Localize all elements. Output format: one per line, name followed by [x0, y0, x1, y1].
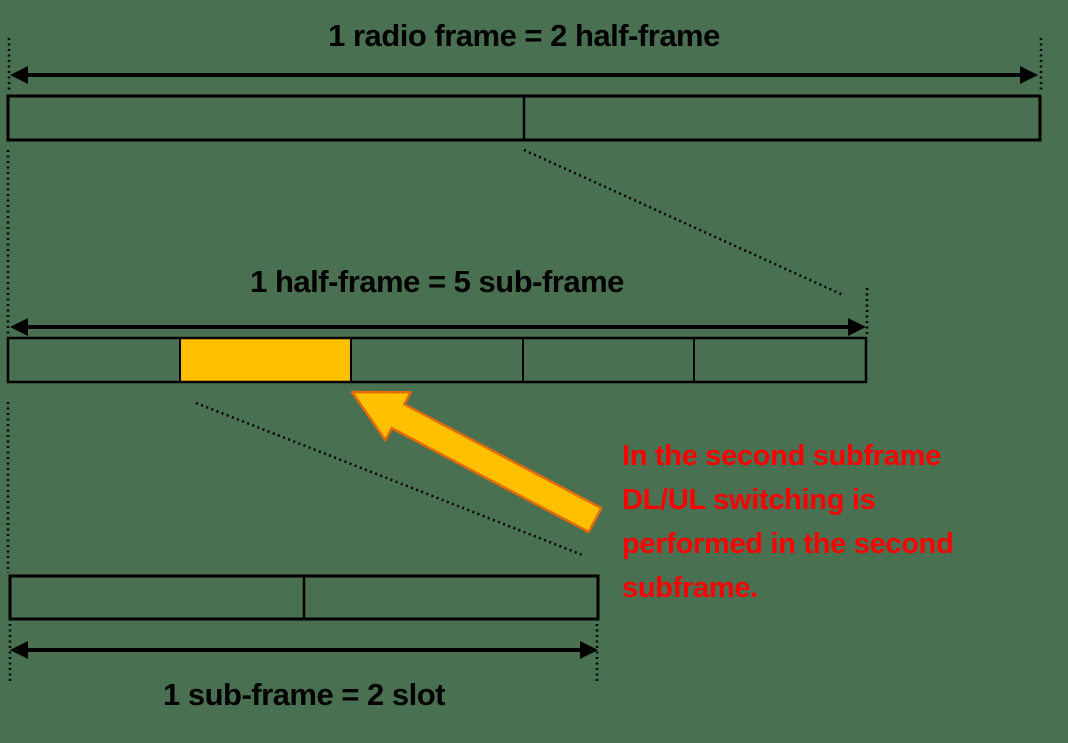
arrowhead-right-icon [848, 318, 866, 336]
radio-frame-title: 1 radio frame = 2 half-frame [328, 18, 720, 53]
annotation-line-3: performed in the second [622, 528, 954, 560]
sub-frame-span-arrow [10, 641, 598, 659]
zoom-guide-diagonal-bottom [195, 401, 586, 558]
annotation-text: In the second subframe DL/UL switching i… [622, 434, 1042, 610]
arrowhead-left-icon [10, 66, 28, 84]
arrowhead-right-icon [580, 641, 598, 659]
arrowhead-right-icon [1020, 66, 1038, 84]
arrowhead-left-icon [10, 318, 28, 336]
half-frame-box [6, 336, 868, 384]
radio-frame-box [6, 94, 1042, 142]
highlighted-subframe-cell [180, 338, 351, 382]
subframe-pointer-arrow-icon [350, 390, 603, 534]
annotation-line-1: In the second subframe [622, 440, 941, 472]
zoom-guide-diagonal-top [523, 148, 844, 297]
half-frame-title: 1 half-frame = 5 sub-frame [250, 264, 624, 299]
half-frame-span-arrow [10, 318, 866, 336]
sub-frame-box [8, 574, 600, 621]
radio-frame-span-arrow [10, 66, 1038, 84]
sub-frame-title: 1 sub-frame = 2 slot [162, 677, 446, 712]
annotation-line-2: DL/UL switching is [622, 484, 876, 516]
arrowhead-left-icon [10, 641, 28, 659]
annotation-line-4: subframe. [622, 572, 758, 604]
